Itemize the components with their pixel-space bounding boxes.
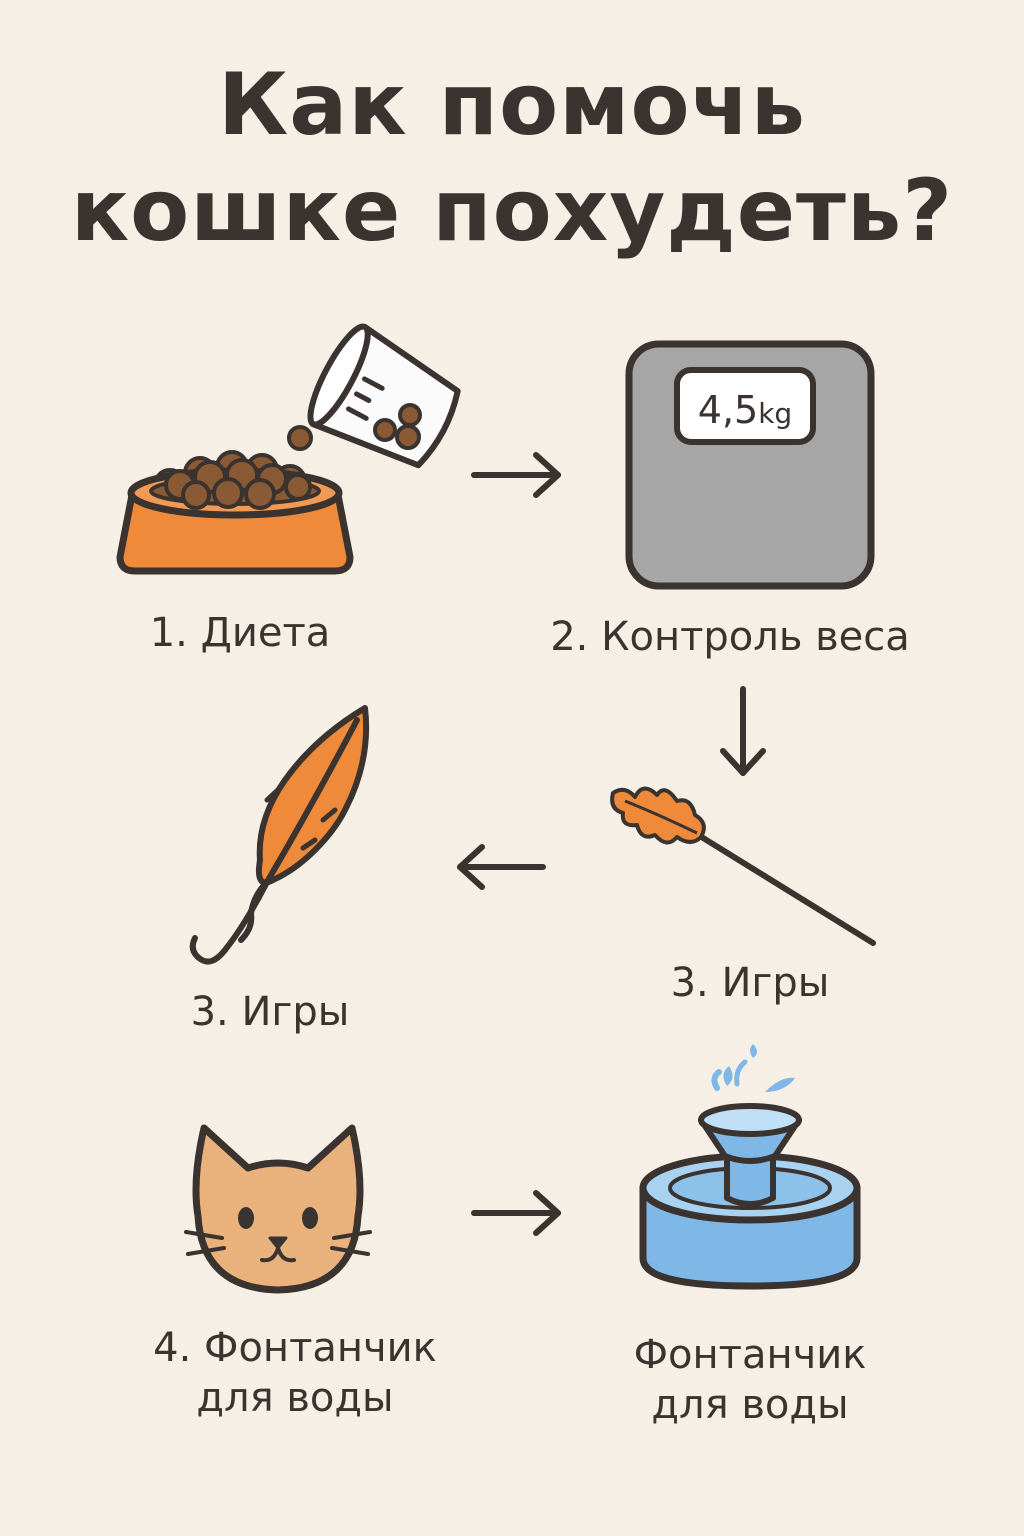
scale-unit: kg — [758, 397, 793, 430]
page-title: Как помочь кошке похудеть? — [0, 52, 1024, 264]
scale-display: 4,5kg — [677, 375, 813, 445]
title-line-2: кошке похудеть? — [70, 161, 954, 261]
step-5-label-line-1: Фонтанчик — [633, 1332, 867, 1378]
step-4-label: 4. Фонтанчик для воды — [110, 1323, 480, 1423]
arrow-down-icon — [718, 685, 768, 780]
water-fountain-icon — [635, 1044, 865, 1293]
title-line-1: Как помочь — [218, 55, 806, 155]
step-4-label-line-2: для воды — [196, 1375, 394, 1421]
step-4-label-line-1: 4. Фонтанчик — [153, 1325, 437, 1371]
feather-icon — [185, 700, 385, 970]
step-5-label: Фонтанчик для воды — [585, 1330, 915, 1430]
step-3-right-label: 3. Игры — [670, 960, 830, 1006]
step-3-left-label: 3. Игры — [190, 989, 350, 1035]
scale-value: 4,5 — [697, 388, 759, 432]
arrow-right-icon — [470, 450, 565, 500]
arrow-left-icon — [452, 842, 547, 892]
food-bowl-icon — [110, 305, 470, 580]
step-2-label: 2. Контроль веса — [550, 614, 910, 660]
scale-icon — [625, 340, 875, 590]
feather-wand-icon — [605, 775, 885, 955]
step-5-label-line-2: для воды — [651, 1382, 849, 1428]
step-1-label: 1. Диета — [149, 610, 331, 656]
cat-face-icon — [182, 1120, 374, 1295]
arrow-right-icon-2 — [470, 1188, 565, 1238]
